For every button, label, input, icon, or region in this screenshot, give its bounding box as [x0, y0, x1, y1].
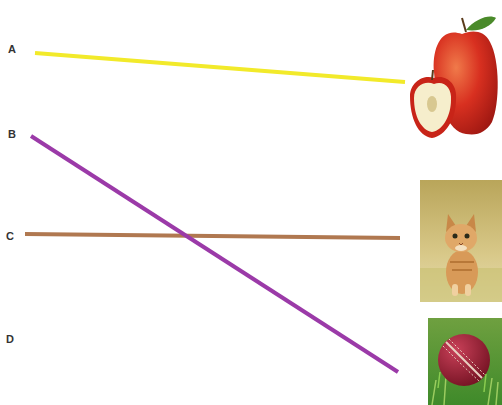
match-line: [31, 136, 398, 372]
match-line: [25, 234, 400, 238]
option-letter: C: [6, 231, 14, 242]
option-letter: D: [6, 334, 14, 345]
match-line: [35, 53, 405, 82]
apple-picture: [410, 17, 498, 139]
ball-picture: [428, 318, 502, 405]
option-letter: B: [8, 129, 16, 140]
option-letter: A: [8, 44, 16, 55]
cat-picture: [420, 180, 502, 302]
